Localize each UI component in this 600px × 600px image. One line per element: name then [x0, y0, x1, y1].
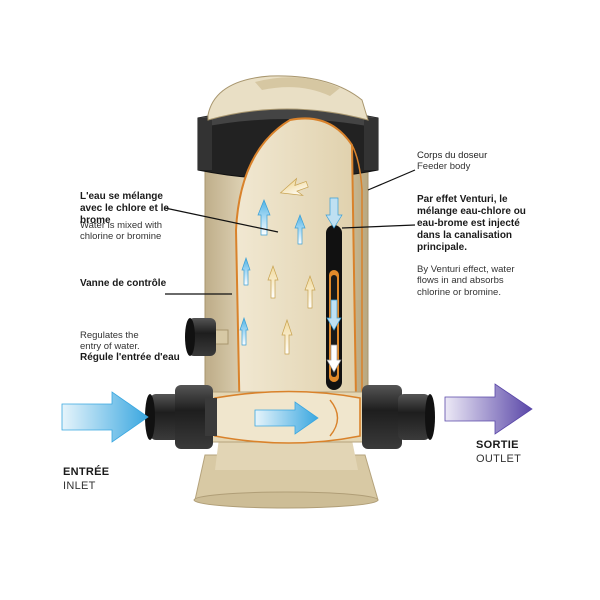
cutaway-interior — [234, 117, 363, 431]
pipe-flow-arrow — [254, 401, 319, 435]
inlet-arrow — [61, 391, 149, 443]
regulates-label-en: Regulates the entry of water. — [80, 330, 140, 353]
mix-label-fr: L'eau se mélange avec le chlore et le br… — [80, 191, 169, 226]
outlet-arrow — [444, 383, 533, 435]
control-valve-knob — [185, 318, 229, 356]
feeder-lid — [207, 75, 369, 121]
inlet-label-fr: ENTRÉE — [63, 466, 110, 478]
body-label-fr: Corps du doseur — [417, 150, 488, 161]
body-label-en: Feeder body — [417, 161, 471, 172]
venturi-label-en: By Venturi effect, water flows in and ab… — [417, 264, 515, 298]
inlet-fitting — [145, 385, 217, 449]
internal-flow-arrows — [239, 177, 343, 373]
inlet-label-en: INLET — [63, 480, 96, 492]
mix-label-en: Water is mixed with chlorine or bromine — [80, 220, 162, 243]
venturi-label-fr: Par effet Venturi, le mélange eau-chlore… — [417, 194, 526, 253]
outlet-label-fr: SORTIE — [476, 439, 519, 451]
outlet-fitting — [362, 385, 435, 449]
outlet-label-en: OUTLET — [476, 453, 522, 465]
callout-lines — [164, 169, 416, 295]
valve-label-fr: Vanne de contrôle — [80, 278, 167, 289]
regulates-label-fr: Régule l'entrée d'eau — [80, 352, 180, 363]
